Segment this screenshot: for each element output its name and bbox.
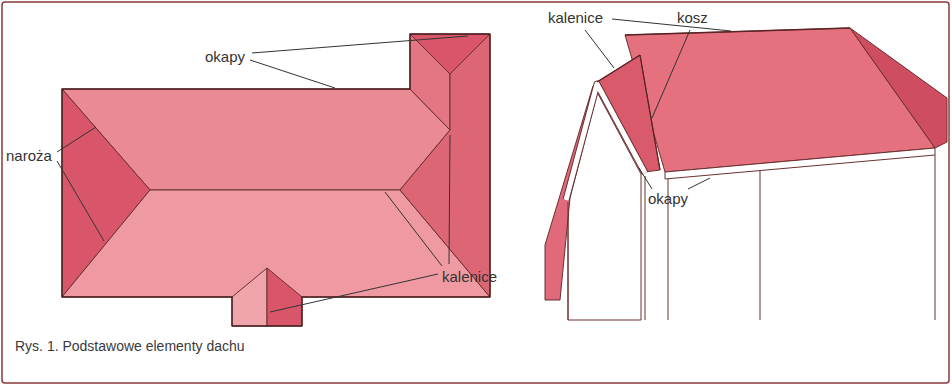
wall-line: [760, 171, 761, 320]
leader-line: [449, 135, 450, 264]
gable-fascia: [566, 84, 645, 200]
part-label: naroża: [6, 147, 52, 165]
leader-line: [639, 168, 652, 189]
part-label: okapy: [648, 190, 688, 208]
leader-line: [252, 36, 468, 53]
roof-plan: [62, 34, 490, 326]
leader-line: [57, 161, 104, 241]
part-label: okapy: [205, 48, 245, 66]
eave-board: [665, 148, 935, 179]
roof-outline: [62, 34, 490, 326]
gable-fascia: [566, 84, 645, 200]
wall-line: [568, 202, 569, 320]
roof-slope: [410, 34, 450, 130]
valley-line: [640, 55, 660, 170]
leader-line: [57, 127, 96, 152]
wall-line: [645, 176, 646, 320]
leader-line: [270, 274, 438, 312]
figure-caption: Rys. 1. Podstawowe elementy dachu: [15, 338, 245, 355]
ridge-line: [625, 28, 850, 35]
dormer-slope: [267, 268, 302, 326]
ridge-line: [597, 55, 640, 82]
dormer-slope: [232, 268, 267, 326]
leader-line: [585, 30, 614, 68]
wall-line: [935, 155, 936, 320]
roof-slope: [850, 28, 947, 148]
part-label: kosz: [677, 9, 708, 27]
gable-slope: [597, 55, 660, 172]
leader-line: [250, 60, 335, 88]
part-label: kalenice: [548, 9, 603, 27]
leader-line: [612, 19, 731, 31]
leader-line: [652, 30, 690, 118]
roof-perspective: [545, 28, 947, 320]
leader-lines: [57, 19, 731, 312]
leader-line: [688, 178, 710, 189]
part-label: kalenice: [442, 268, 497, 286]
roof-slope: [400, 34, 490, 297]
roof-slope: [625, 28, 935, 172]
leader-line: [385, 192, 442, 266]
